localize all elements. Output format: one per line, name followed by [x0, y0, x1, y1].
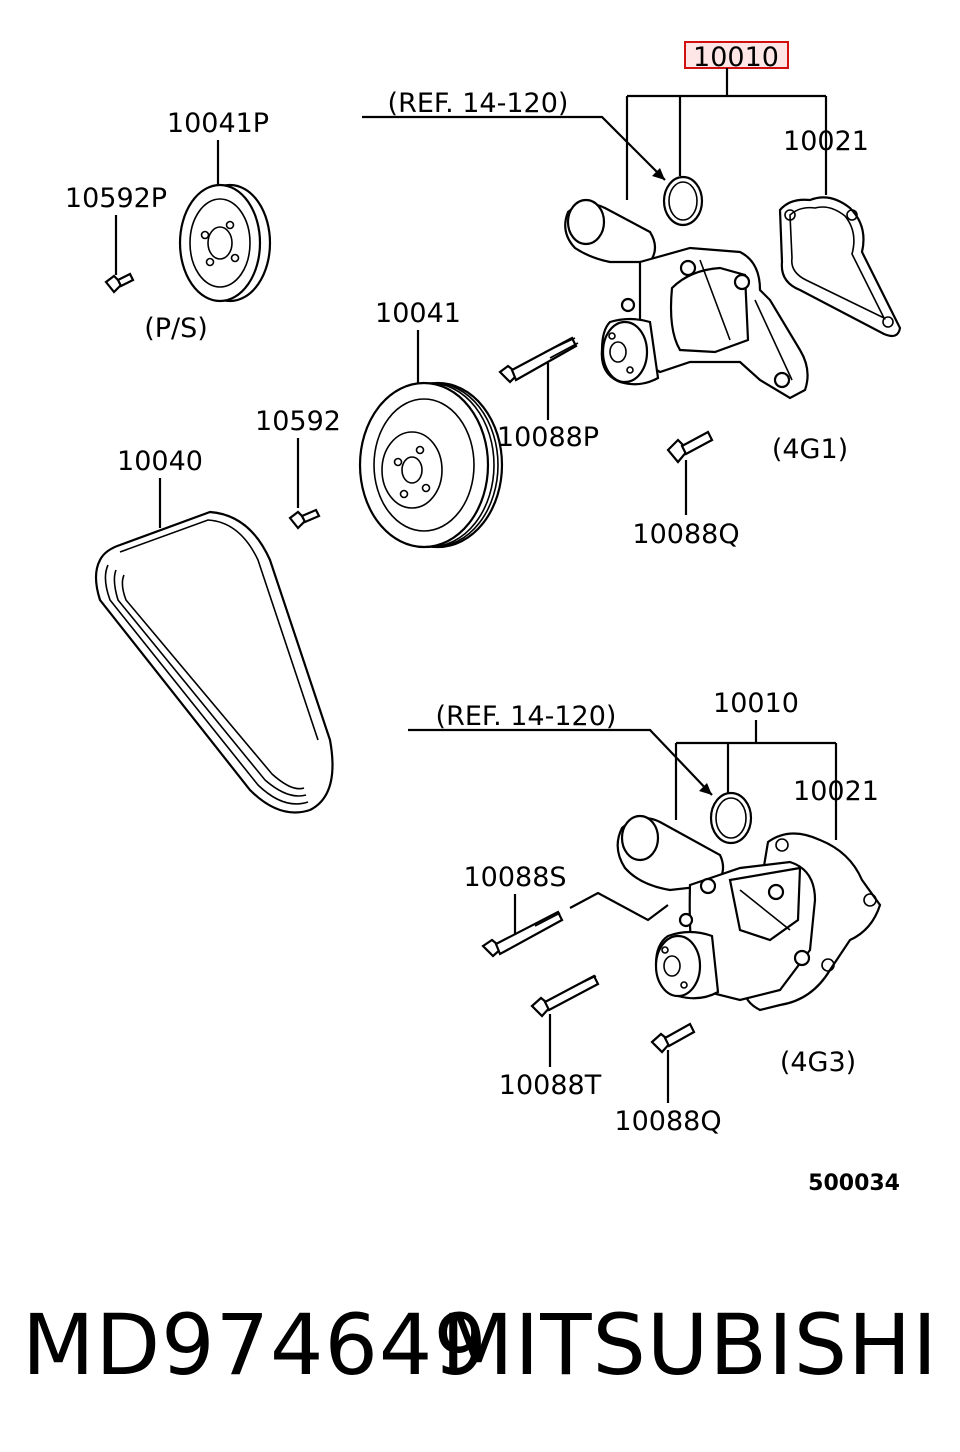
crank-pulley — [358, 381, 504, 549]
label-10021-top: 10021 — [783, 126, 869, 157]
parts-diagram: 10010 (REF. 14-120) 10021 — [65, 41, 902, 1196]
ref-leader-top — [362, 115, 666, 181]
bolt-10088q-bottom — [650, 1022, 696, 1054]
water-pump-4g3 — [616, 814, 882, 1012]
diagram-code: 500034 — [808, 1171, 900, 1196]
bolt-10088s — [481, 910, 564, 958]
label-10088s: 10088S — [463, 862, 566, 893]
label-10088t: 10088T — [499, 1070, 602, 1101]
label-ref-top: (REF. 14-120) — [388, 88, 569, 119]
label-10041: 10041 — [375, 298, 461, 329]
label-10592: 10592 — [255, 406, 341, 437]
label-10040: 10040 — [117, 446, 203, 477]
bolt-10088q-top — [666, 430, 714, 464]
label-10010-top[interactable]: 10010 — [693, 42, 779, 73]
bolt-10592 — [288, 508, 321, 530]
label-10088p: 10088P — [497, 422, 599, 453]
label-10592p: 10592P — [65, 183, 167, 214]
brand-name: MITSUBISHI — [440, 1296, 938, 1394]
label-ps: (P/S) — [144, 313, 208, 344]
water-pump-4g1 — [564, 198, 809, 400]
label-10088q-bottom: 10088Q — [614, 1106, 721, 1137]
highlight-box[interactable] — [684, 41, 789, 69]
gasket-top — [778, 196, 902, 338]
ps-pulley — [178, 183, 272, 303]
caption-bar: MD974649 MITSUBISHI — [0, 1270, 960, 1420]
bolt-10088p — [498, 336, 579, 384]
label-10010-bottom: 10010 — [713, 688, 799, 719]
o-ring-top — [662, 175, 704, 227]
bolt-10592p — [104, 272, 135, 294]
label-engine-4g1: (4G1) — [772, 434, 848, 465]
v-belt — [94, 510, 334, 814]
label-ref-bottom: (REF. 14-120) — [436, 701, 617, 732]
bolt-10088t — [530, 974, 600, 1018]
leader-10010-top — [625, 68, 828, 200]
ref-leader-bottom — [408, 728, 713, 796]
label-10088q-top: 10088Q — [632, 519, 739, 550]
label-engine-4g3: (4G3) — [780, 1047, 856, 1078]
label-10041p: 10041P — [167, 108, 269, 139]
leader-10088s-to-pump — [569, 891, 669, 922]
label-10021-bottom: 10021 — [793, 776, 879, 807]
part-number: MD974649 — [22, 1296, 488, 1394]
o-ring-bottom — [709, 791, 753, 845]
